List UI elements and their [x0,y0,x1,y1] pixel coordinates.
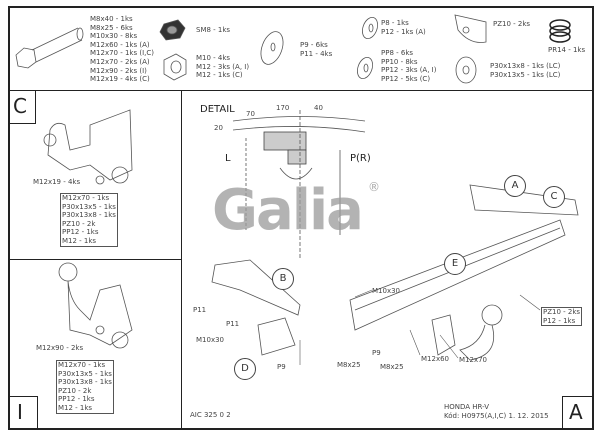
outer-frame [8,6,594,430]
plate-icon [454,14,487,43]
callout-m10x30-top: M10x30 [372,287,400,295]
dim-20: 20 [214,124,223,132]
dim-40: 40 [314,104,323,112]
nut-icon [163,53,187,81]
bracket-a-drawing [469,184,579,216]
callout-m12x60: M12x60 [421,355,449,363]
detail-drawing [232,110,366,260]
drawing-number: AIC 325 0 2 [190,411,231,419]
large-washer-icon [260,31,284,65]
bracket-d-drawing [257,317,296,356]
callout-p9-left: P9 [277,363,286,371]
label-c: C [543,186,565,208]
leader-lines [299,289,541,365]
dim-l: L [225,153,231,164]
panel-c-tag [8,90,36,124]
product-code: Kód: H0975(A,I,C) 1. 12. 2015 [444,412,549,420]
callout-p11-a: P11 [193,306,207,314]
panel-c-letter: C [13,94,27,118]
spacer-list: P30x13x8 - 1ks (LC)P30x13x5 - 1ks (LC) [490,62,561,79]
label-b: B [272,268,294,290]
dim-pr: P(R) [350,153,371,164]
galia-logo: Galia [212,178,364,243]
label-d: D [234,358,256,380]
panel-i-letter: I [17,400,23,424]
self-lock-nut-icon [159,19,186,41]
callout-m8x25-left: M8x25 [337,361,361,369]
label-a: A [504,175,526,197]
callout-m8x25-mid: M8x25 [380,363,404,371]
callout-p11-b: P11 [226,320,240,328]
self-lock-nut-list: SM8 - 1ks [196,26,231,34]
panel-i-tag [8,396,38,430]
bracket-b-drawing [211,259,301,316]
ball-hitch-drawing [431,304,503,361]
spacer-icon [455,56,477,84]
panel-i-drawing [58,262,133,349]
spring-washer-icon [357,56,373,80]
spring-list: PR14 - 1ks [548,46,586,54]
callout-p9-mid: P9 [372,349,381,357]
panel-c-bolt-label: M12x19 - 4ks [33,178,81,186]
panel-i [8,259,182,430]
registered-mark: ® [368,180,380,194]
panel-c [8,90,182,260]
variant-letter: A [569,400,583,424]
crossbar-e-drawing [349,219,566,331]
detail-title: DETAIL [200,104,235,115]
dim-70: 70 [246,110,255,118]
bolt-icon [15,27,84,69]
washer-icon [362,16,378,40]
variant-tag [562,396,594,430]
callout-m12x70: M12x70 [459,356,487,364]
divider [181,90,594,91]
label-e: E [444,253,466,275]
vehicle-model: HONDA HR-V [444,403,490,411]
callout-m10x30-left: M10x30 [196,336,224,344]
spring-icon [549,19,571,43]
panel-i-bolt-label: M12x90 - 2ks [36,344,84,352]
panel-c-drawing [43,109,133,185]
dim-170: 170 [276,104,290,112]
plate-list: PZ10 - 2ks [493,20,531,28]
